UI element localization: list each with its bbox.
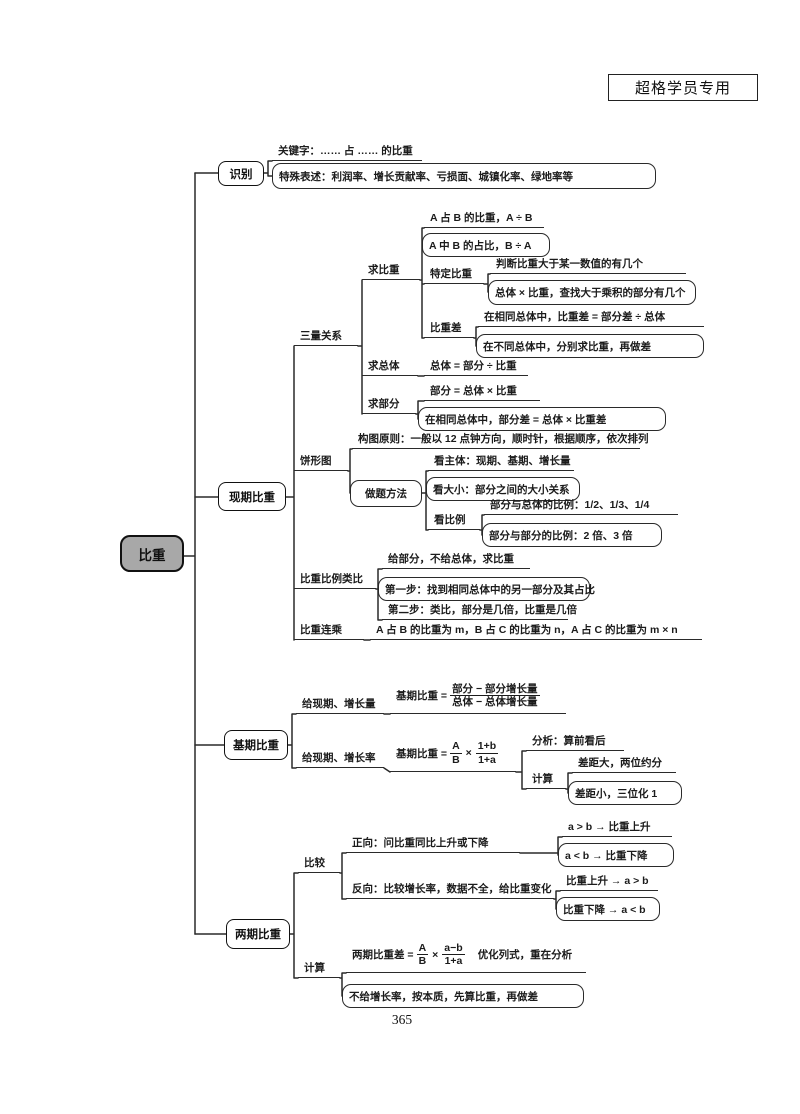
node-bufencha: 在相同总体中，部分差 = 总体 × 比重差 — [418, 407, 666, 431]
node-panduan: 判断比重大于某一数值的有几个 — [490, 257, 686, 274]
node-liancheng-formula: A 占 B 的比重为 m，B 占 C 的比重为 n，A 占 C 的比重为 m ×… — [370, 623, 702, 640]
node-keyword: 关键字：…… 占 …… 的比重 — [272, 145, 422, 161]
node-qiu-bufen: 求部分 — [362, 397, 416, 414]
times-sign: × — [432, 948, 439, 961]
node-jisuan-jiqi: 计算 — [526, 772, 566, 789]
formula-prefix: 基期比重 = — [396, 747, 448, 760]
node-butong-zongti: 在不同总体中，分别求比重，再做差 — [476, 334, 704, 358]
node-teding-bizhong: 特定比重 — [424, 267, 484, 284]
node-jisuan-liangqi: 计算 — [298, 961, 340, 978]
node-goutu-yuanze: 构图原则：一般以 12 点钟方向，顺时针，根据顺序，依次排列 — [352, 432, 649, 449]
fraction: 1+b 1+a — [475, 740, 499, 766]
node-jiqi-formula-liang: 基期比重 = 部分 − 部分增长量 总体 − 总体增长量 — [390, 678, 566, 714]
fraction-numerator: a−b — [442, 941, 465, 955]
fraction-numerator: A — [450, 740, 462, 754]
fraction-denominator: 1+a — [478, 753, 496, 766]
node-zhengxiang: 正向：问比重同比上升或下降 — [346, 836, 520, 853]
node-fenxi: 分析：算前看后 — [526, 735, 624, 751]
node-a-zhan-b: A 占 B 的比重，A ÷ B — [424, 211, 544, 228]
page-number: 365 — [391, 1012, 413, 1027]
formula-prefix: 两期比重差 = — [352, 949, 414, 961]
fraction: A B — [450, 740, 462, 766]
fraction-numerator: 部分 − 部分增长量 — [450, 682, 540, 696]
node-a-zhong-b: A 中 B 的占比，B ÷ A — [422, 233, 550, 257]
fraction: a−b 1+a — [442, 941, 465, 967]
node-bizhong-up: 比重上升 → a > b — [560, 875, 658, 891]
formula-note: 优化列式，重在分析 — [477, 949, 573, 961]
node-kan-bili: 看比例 — [428, 513, 480, 530]
node-bijiao: 比较 — [298, 856, 340, 873]
node-qiu-zongti: 求总体 — [362, 359, 418, 376]
node-bizhong-bili-leibi: 比重比例类比 — [294, 572, 376, 589]
node-chaju-xiao: 差距小，三位化 1 — [568, 781, 682, 805]
fraction-denominator: 总体 − 总体增长量 — [452, 696, 538, 708]
node-zongti-x-bizhong: 总体 × 比重，查找大于乘积的部分有几个 — [488, 280, 696, 305]
node-sanliang-guanxi: 三量关系 — [294, 329, 358, 346]
node-liangqi-bizhong: 两期比重 — [226, 919, 290, 949]
node-fanxiang: 反向：比较增长率，数据不全，给比重变化 — [346, 882, 554, 899]
node-a-gt-b: a > b → 比重上升 — [562, 821, 672, 837]
root-node-bizhong: 比重 — [120, 535, 184, 572]
formula-prefix: 基期比重 = — [396, 690, 448, 702]
node-bugei-zengzhanglv: 不给增长率，按本质，先算比重，再做差 — [342, 984, 584, 1008]
node-qiu-bizhong: 求比重 — [362, 263, 420, 280]
node-liangqi-formula: 两期比重差 = A B × a−b 1+a 优化列式，重在分析 — [346, 937, 586, 973]
fraction-numerator: 1+b — [475, 740, 499, 754]
node-step1: 第一步：找到相同总体中的另一部分及其占比 — [378, 577, 595, 601]
fraction: A B — [416, 941, 429, 967]
node-bili-zongti: 部分与总体的比例：1/2、1/3、1/4 — [484, 499, 678, 515]
node-step2: 第二步：类比，部分是几倍，比重是几倍 — [382, 603, 577, 620]
node-gei-bufen: 给部分，不给总体，求比重 — [382, 552, 530, 569]
node-a-lt-b: a < b → 比重下降 — [558, 843, 674, 867]
node-jiqi-formula-lv: 基期比重 = A B × 1+b 1+a — [390, 735, 516, 772]
node-gei-zengzhangliang: 给现期、增长量 — [296, 697, 384, 714]
node-kan-zhuti: 看主体：现期、基期、增长量 — [428, 454, 574, 471]
node-bizhong-down: 比重下降 → a < b — [556, 897, 660, 921]
node-bufen-formula: 部分 = 总体 × 比重 — [424, 384, 540, 401]
fraction-denominator: B — [418, 955, 427, 967]
times-sign: × — [465, 747, 472, 759]
node-bingxingtu: 饼形图 — [294, 454, 348, 471]
node-gei-zengzhanglv: 给现期、增长率 — [296, 751, 384, 768]
node-special-expressions: 特殊表述：利润率、增长贡献率、亏损面、城镇化率、绿地率等 — [272, 163, 656, 189]
fraction-numerator: A — [416, 941, 429, 955]
member-badge: 超格学员专用 — [608, 74, 758, 101]
node-shibie: 识别 — [218, 161, 264, 186]
node-chaju-da: 差距大，两位约分 — [572, 757, 676, 773]
node-bizhongcha: 比重差 — [424, 321, 474, 338]
node-bili-bufen: 部分与部分的比例：2 倍、3 倍 — [482, 523, 662, 547]
fraction-denominator: B — [452, 753, 460, 766]
fraction: 部分 − 部分增长量 总体 − 总体增长量 — [450, 682, 540, 708]
node-zuoti-fangfa: 做题方法 — [350, 480, 422, 507]
node-zongti-formula: 总体 = 部分 ÷ 比重 — [424, 359, 528, 376]
node-xiangtong-zongti: 在相同总体中，比重差 = 部分差 ÷ 总体 — [478, 311, 704, 327]
node-bizhong-liancheng: 比重连乘 — [294, 623, 364, 640]
node-xianqi-bizhong: 现期比重 — [218, 482, 286, 511]
fraction-denominator: 1+a — [444, 955, 463, 967]
node-kan-daxiao: 看大小：部分之间的大小关系 — [426, 477, 580, 501]
node-jiqi-bizhong: 基期比重 — [224, 730, 288, 760]
